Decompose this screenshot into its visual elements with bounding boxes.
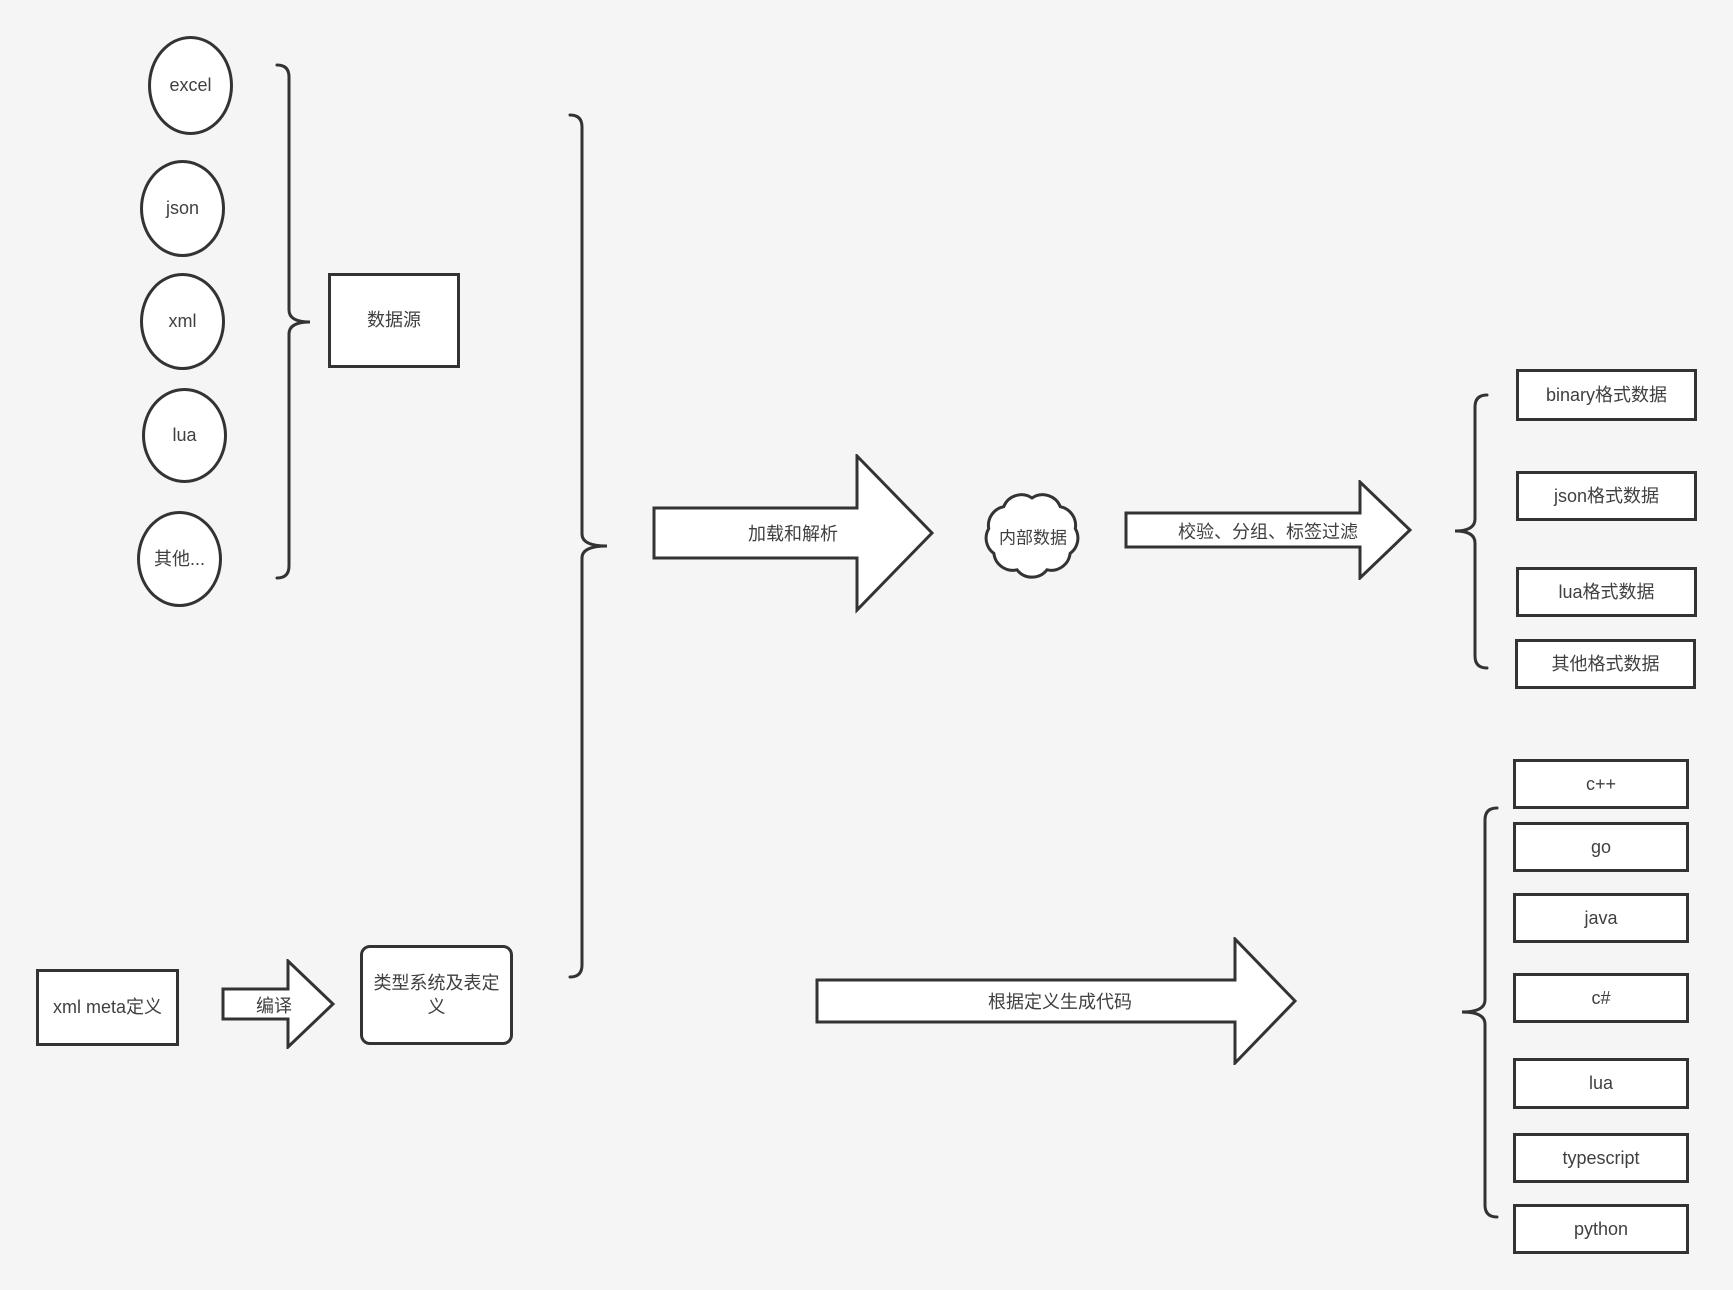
compile-arrow [221,959,336,1049]
data-formats-brace [1454,393,1489,670]
language-box-typescript: typescript [1513,1133,1689,1183]
load-parse-label: 加载和解析 [748,524,838,544]
xml-meta-box: xml meta定义 [36,969,179,1046]
language-box-label: java [1584,907,1618,928]
source-ellipse-label: json [165,198,200,219]
language-box-cpp: c++ [1513,759,1689,809]
source-ellipse-lua: lua [142,388,227,483]
format-box-label: 其他格式数据 [1551,653,1660,674]
source-ellipse-label: xml [168,311,197,332]
type-system-box: 类型系统及表定义 [360,945,513,1045]
language-box-label: python [1573,1218,1629,1239]
languages-brace [1461,806,1499,1219]
filter-arrow [1124,480,1413,580]
data-source-group-box: 数据源 [328,273,460,368]
codegen-arrow-label: 根据定义生成代码 [988,992,1132,1012]
language-box-csharp: c# [1513,973,1689,1023]
internal-data-cloud [984,493,1080,579]
format-box-binary: binary格式数据 [1516,369,1697,421]
source-ellipse-json: json [140,160,225,257]
source-ellipse-other: 其他... [137,511,222,607]
xml-meta-label: xml meta定义 [52,997,162,1018]
language-box-lua: lua [1513,1058,1689,1109]
source-ellipse-label: 其他... [153,548,205,569]
load-parse-arrow [652,454,935,614]
data-source-group-label: 数据源 [367,310,421,331]
format-box-other: 其他格式数据 [1515,639,1696,689]
codegen-arrow [815,937,1298,1065]
language-box-go: go [1513,822,1689,872]
filter-arrow-label: 校验、分组、标签过滤 [1178,522,1358,542]
format-box-label: json格式数据 [1553,485,1660,506]
internal-data-label: 内部数据 [999,528,1067,548]
language-box-python: python [1513,1204,1689,1254]
format-box-json: json格式数据 [1516,471,1697,521]
source-ellipse-excel: excel [148,36,233,135]
format-box-label: binary格式数据 [1545,384,1668,405]
main-input-brace [568,113,608,979]
source-ellipse-label: lua [172,425,197,446]
language-box-java: java [1513,893,1689,943]
language-box-label: go [1590,836,1612,857]
language-box-label: c++ [1585,773,1617,794]
format-box-lua: lua格式数据 [1516,567,1697,617]
sources-group-brace [275,63,311,580]
language-box-label: lua [1588,1073,1614,1094]
source-ellipse-label: excel [169,75,212,96]
type-system-label: 类型系统及表定义 [373,972,500,1017]
compile-arrow-label: 编译 [256,996,292,1016]
source-ellipse-xml: xml [140,273,225,370]
format-box-label: lua格式数据 [1558,581,1655,602]
language-box-label: c# [1591,987,1611,1008]
language-box-label: typescript [1562,1147,1640,1168]
